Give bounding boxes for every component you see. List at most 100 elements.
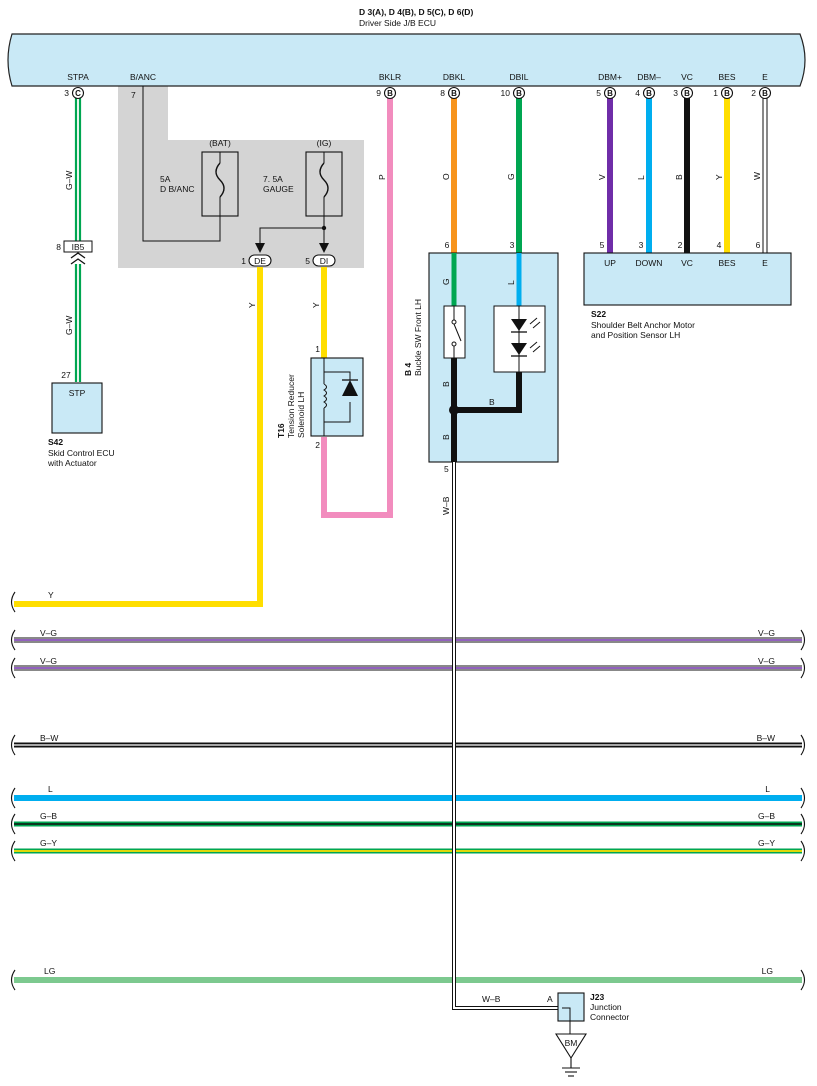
svg-text:2: 2 (751, 88, 756, 98)
wire-ig-to-de (259, 227, 324, 245)
wire-code-dbkl: O (441, 173, 451, 180)
wire-code-dbm-minus: L (636, 175, 646, 180)
bus-label-gb-left: G–B (40, 811, 57, 821)
ecu-pin-bklr: 9 B (376, 86, 397, 100)
b4-pin-g: 6 (445, 240, 450, 250)
bus-label-l-right: L (765, 784, 770, 794)
connector-ib5-chevron (70, 252, 86, 265)
svg-text:1: 1 (713, 88, 718, 98)
svg-text:B: B (762, 89, 768, 98)
svg-text:B: B (684, 89, 690, 98)
pin-label-banc: B/ANC (130, 72, 156, 82)
bus-break-marks (10, 591, 806, 991)
b4-led-icon (511, 306, 541, 372)
pin-label-dbm-plus: DBM+ (598, 72, 622, 82)
arrow-di-icon (319, 243, 329, 253)
j23-pin: A (547, 994, 553, 1004)
fuse-ig-icon (319, 162, 329, 198)
svg-text:B: B (387, 89, 393, 98)
wire-code-stpa-top: G–W (64, 171, 74, 190)
t16-pin-bottom: 2 (315, 440, 320, 450)
bus-label-lg-right: LG (762, 966, 773, 976)
wire-code-bklr: P (377, 174, 387, 180)
pin-label-dbil: DBIL (510, 72, 529, 82)
bus-label-vg2-right: V–G (758, 656, 775, 666)
wire-code-vc: B (674, 174, 684, 180)
fuse-ig-name: GAUGE (263, 184, 294, 194)
bus-label-bw-right: B–W (757, 733, 775, 743)
wire-code-dbil: G (506, 173, 516, 180)
s22-pin-vc: 2 (678, 240, 683, 250)
s22-terminal-down: DOWN (636, 258, 663, 268)
s22-pin-down: 3 (639, 240, 644, 250)
ecu-pin-dbkl: 8 B (440, 86, 461, 100)
wire-code-junction: W–B (482, 994, 501, 1004)
bus-label-gy-left: G–Y (40, 838, 57, 848)
svg-text:5: 5 (596, 88, 601, 98)
pin-label-stpa: STPA (67, 72, 89, 82)
wire-code-e: W (752, 172, 762, 180)
b4-junction-dot (449, 405, 459, 415)
ecu-connector-title: D 3(A), D 4(B), D 5(C), D 6(D) (359, 7, 473, 17)
fuse-ig-title: (IG) (317, 138, 332, 148)
bus-label-vg2-left: V–G (40, 656, 57, 666)
junction-block-shade (118, 86, 364, 268)
j23-internal-wire (562, 1007, 571, 1034)
j23-junction-connector (557, 992, 585, 1022)
s42-pin: 27 (61, 370, 71, 380)
s22-shoulder-belt-motor (583, 252, 792, 306)
pin-label-vc: VC (681, 72, 693, 82)
pin-label-bklr: BKLR (379, 72, 401, 82)
b4-pin-gnd: 5 (444, 464, 449, 474)
bus-label-vg1-right: V–G (758, 628, 775, 638)
bus-label-gb-right: G–B (758, 811, 775, 821)
svg-text:10: 10 (501, 88, 511, 98)
connector-de-label: DE (254, 256, 266, 266)
svg-text:4: 4 (635, 88, 640, 98)
banc-pin: 7 (131, 90, 136, 100)
connector-di-label: DI (320, 256, 329, 266)
s22-pin-up: 5 (600, 240, 605, 250)
b4-wire-code-l: L (506, 280, 516, 285)
ecu-pin-dbm-minus: 4 B (635, 86, 656, 100)
arrow-de-icon (255, 243, 265, 253)
wire-code-de: Y (247, 302, 257, 308)
s42-code: S42 (48, 437, 63, 447)
junction-dot (321, 225, 327, 231)
b4-switch-icon (451, 306, 462, 358)
s22-terminal-bes: BES (718, 258, 735, 268)
wire-stpa-gw (74, 98, 82, 382)
wire-banc (142, 86, 221, 242)
ecu-pin-bes: 1 B (713, 86, 734, 100)
wire-wb-ground (452, 462, 558, 1010)
ground-icon (562, 1058, 580, 1077)
connector-ib5-pin: 8 (56, 242, 61, 252)
fuse-ig-rating: 7. 5A (263, 174, 283, 184)
wire-code-di: Y (311, 302, 321, 308)
j23-name-line1: Junction (590, 1002, 622, 1012)
connector-ib5-label: IB5 (72, 242, 85, 252)
ecu-pin-dbil: 10 B (501, 86, 526, 100)
connector-ib5 (63, 240, 93, 253)
ground-point-bm (555, 1033, 587, 1060)
s22-name-line1: Shoulder Belt Anchor Motor (591, 320, 695, 330)
svg-text:9: 9 (376, 88, 381, 98)
s22-pin-bes: 4 (717, 240, 722, 250)
t16-diode-icon (342, 380, 358, 396)
svg-text:B: B (516, 89, 522, 98)
j23-code: J23 (590, 992, 604, 1002)
b4-name: Buckle SW Front LH (413, 299, 423, 376)
b4-pin-l: 3 (510, 240, 515, 250)
b4-code: B 4 (403, 363, 413, 377)
s22-pin-e: 6 (756, 240, 761, 250)
b4-wire-code-g: G (441, 278, 451, 285)
ground-bm-label: BM (565, 1038, 578, 1048)
b4-internal-led-ground (454, 372, 522, 413)
t16-pin-top: 1 (315, 344, 320, 354)
svg-text:8: 8 (440, 88, 445, 98)
s22-terminal-vc: VC (681, 258, 693, 268)
s42-name-line2: with Actuator (47, 458, 97, 468)
wire-code-stpa-bottom: G–W (64, 316, 74, 335)
wire-de-yellow (14, 267, 263, 607)
t16-tension-reducer-solenoid (310, 357, 364, 437)
